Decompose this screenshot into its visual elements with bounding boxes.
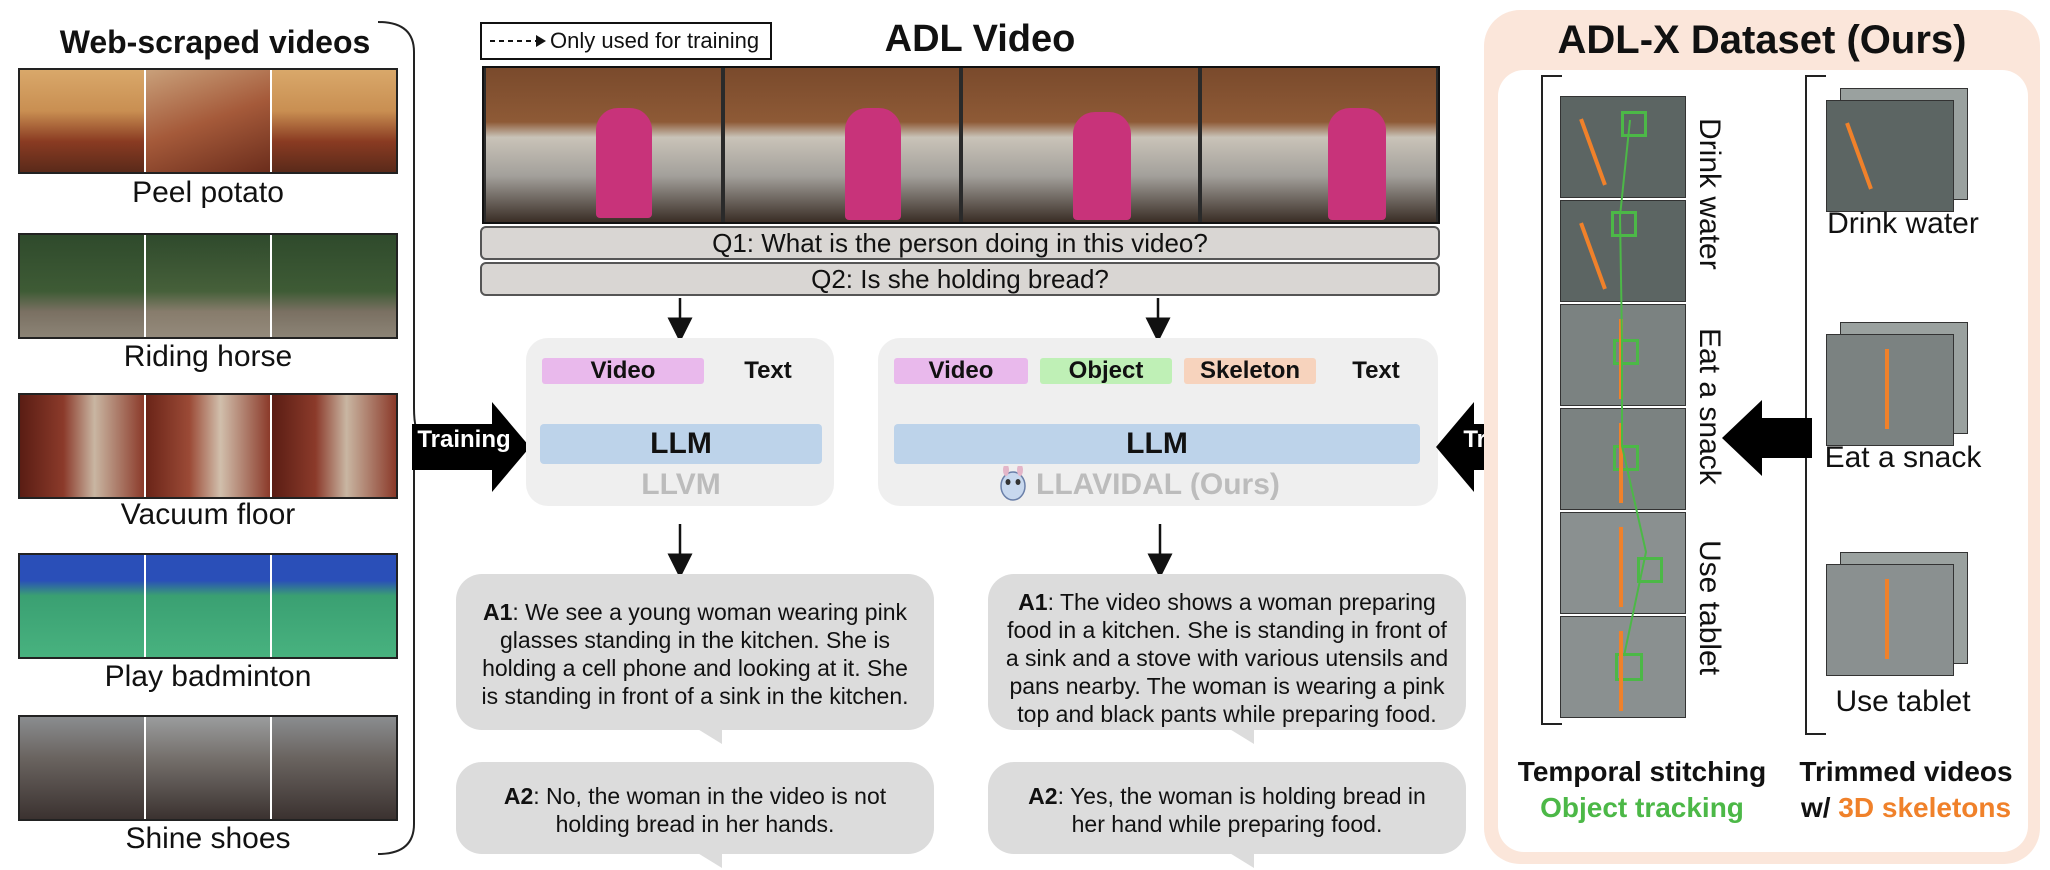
video-frame (20, 555, 146, 657)
skeleton-frame (1560, 512, 1686, 614)
temporal-stitching-label: Temporal stitching (1517, 756, 1767, 787)
dashed-arrow-icon (490, 35, 546, 47)
activity-label: Play badminton (104, 660, 312, 693)
activity-label: Shine shoes (125, 822, 291, 855)
skeleton-frame (1560, 200, 1686, 302)
video-frame (963, 68, 1198, 222)
video-frame (272, 717, 396, 819)
video-frame (486, 68, 721, 222)
a2-text: : Yes, the woman is holding bread in her… (1057, 783, 1426, 837)
answer-bubble-a1-llvm: A1: We see a young woman wearing pink gl… (456, 574, 934, 744)
answer-bubble-a2-llavidal: A2: Yes, the woman is holding bread in h… (988, 762, 1466, 868)
question-2: Q2: Is she holding bread? (480, 262, 1440, 296)
stitch-label: Drink water (1693, 118, 1726, 270)
video-frame (20, 395, 146, 497)
video-frame (20, 70, 146, 172)
question-1: Q1: What is the person doing in this vid… (480, 226, 1440, 260)
object-tracking-label: Object tracking (1540, 792, 1744, 823)
video-strip-riding-horse (18, 233, 398, 339)
trimmed-label: Drink water (1827, 207, 1979, 240)
llvm-name: LLVM (641, 468, 721, 501)
trimmed-video-stack (1826, 322, 1968, 446)
video-frame (20, 717, 146, 819)
with-prefix: w/ (1800, 792, 1839, 823)
stitch-label: Eat a snack (1693, 328, 1726, 485)
video-frame (146, 717, 272, 819)
video-chip: Video (894, 358, 1028, 384)
stitch-label: Use tablet (1693, 540, 1726, 676)
video-strip-vacuum-floor (18, 393, 398, 499)
stitch-bracket (1541, 75, 1562, 725)
video-strip-shine-shoes (18, 715, 398, 821)
activity-label: Riding horse (123, 340, 293, 373)
a1-label: A1 (482, 599, 513, 625)
video-frame (1201, 68, 1436, 222)
trimmed-videos-label: Trimmed videos (1799, 756, 2013, 787)
a1-text: : We see a young woman wearing pink glas… (481, 599, 909, 709)
video-frame (272, 70, 396, 172)
video-frame (20, 235, 146, 337)
a1-text: : The video shows a woman preparing food… (1005, 589, 1449, 727)
skeleton-frame (1560, 408, 1686, 510)
training-label-left: Training (417, 426, 511, 453)
trimmed-video-stack (1826, 552, 1968, 676)
video-frame (146, 70, 272, 172)
skeleton-frame (1560, 96, 1686, 198)
skeleton-chip: Skeleton (1184, 358, 1316, 384)
stitch-arrow (1722, 400, 1812, 476)
video-frame (724, 68, 959, 222)
trimmed-label: Use tablet (1835, 685, 1971, 718)
video-frame (146, 555, 272, 657)
object-track-line (1618, 119, 1648, 657)
legend-box: Only used for training (480, 22, 772, 60)
video-frame (146, 395, 272, 497)
trimmed-label: Eat a snack (1824, 441, 1982, 474)
answer-bubble-a2-llvm: A2: No, the woman in the video is not ho… (456, 762, 934, 868)
text-chip: Text (744, 357, 792, 384)
a2-text: : No, the woman in the video is not hold… (533, 783, 887, 837)
trimmed-bracket (1805, 75, 1826, 735)
training-arrow-left (412, 402, 530, 492)
skeleton-frame (1560, 616, 1686, 718)
text-chip: Text (1352, 357, 1400, 384)
video-strip-play-badminton (18, 553, 398, 659)
skeletons-footer: w/ 3D skeletons (1788, 792, 2024, 824)
llm-block: LLM (894, 424, 1420, 464)
activity-label: Peel potato (132, 176, 284, 209)
adl-video-strip (482, 66, 1440, 224)
dataset-title: ADL-X Dataset (Ours) (1557, 18, 1967, 62)
left-bracket (377, 21, 422, 855)
llavidal-name: LLAVIDAL (Ours) (1036, 468, 1280, 501)
a2-label: A2 (1028, 783, 1058, 809)
legend-label: Only used for training (550, 28, 760, 53)
object-chip: Object (1040, 358, 1172, 384)
llm-block: LLM (540, 424, 822, 464)
video-frame (272, 395, 396, 497)
video-frame (146, 235, 272, 337)
llama-mascot-icon (996, 464, 1030, 508)
answer-bubble-a1-llavidal: A1: The video shows a woman preparing fo… (988, 574, 1466, 744)
video-frame (272, 235, 396, 337)
activity-label: Vacuum floor (120, 498, 296, 531)
web-videos-title: Web-scraped videos (59, 24, 371, 60)
video-chip: Video (542, 358, 704, 384)
adl-video-title: ADL Video (884, 18, 1076, 60)
trimmed-video-stack (1826, 88, 1968, 212)
skeleton-frame (1560, 304, 1686, 406)
3d-skeletons-label: 3D skeletons (1838, 792, 2012, 823)
a1-label: A1 (1018, 589, 1048, 615)
video-strip-peel-potato (18, 68, 398, 174)
a2-label: A2 (503, 783, 534, 809)
video-frame (272, 555, 396, 657)
